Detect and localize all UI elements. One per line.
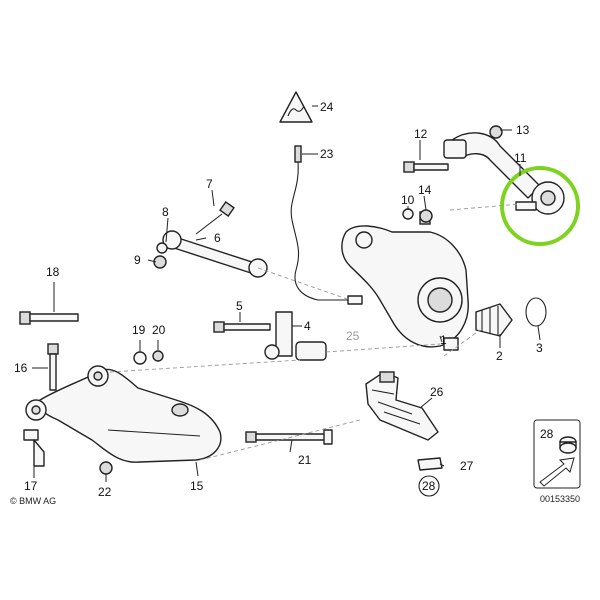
warning-triangle-icon (279, 91, 313, 123)
bolt-18 (19, 311, 79, 325)
label-20: 20 (152, 323, 166, 337)
diagram-id: 00153350 (540, 494, 580, 504)
dashed-guide (257, 267, 351, 301)
label-5: 5 (236, 299, 243, 313)
label-28: 28 (422, 479, 436, 493)
label-16: 16 (14, 361, 28, 375)
leader-lines (32, 105, 541, 482)
label-6: 6 (214, 231, 221, 245)
clip-27 (417, 457, 443, 471)
bolt-5 (213, 321, 271, 333)
label-12: 12 (414, 127, 428, 141)
label-2: 2 (496, 349, 503, 363)
label-19: 19 (132, 323, 146, 337)
label-26: 26 (430, 385, 444, 399)
label-17: 17 (24, 479, 38, 493)
label-7: 7 (206, 177, 213, 191)
legend-part-number: 28 (540, 427, 554, 441)
bolt-16 (47, 343, 59, 391)
label-18: 18 (46, 265, 60, 279)
wheel-carrier (341, 211, 469, 351)
nut-14 (419, 209, 433, 223)
dashed-guide (449, 203, 521, 211)
label-21: 21 (298, 453, 312, 467)
link-4 (264, 311, 327, 361)
lower-control-arm (25, 365, 222, 463)
dashed-guide (109, 359, 301, 373)
sensor-cable (290, 145, 363, 305)
toe-link (162, 230, 268, 278)
label-1: 1 (440, 333, 447, 347)
label-13: 13 (516, 123, 530, 137)
bolt-7 (195, 201, 235, 235)
bolt-12 (403, 161, 449, 173)
washer-10 (402, 208, 414, 220)
nut-20 (152, 350, 164, 362)
label-11: 11 (514, 151, 527, 165)
boot-17 (23, 429, 45, 467)
label-27: 27 (460, 459, 474, 473)
label-10: 10 (401, 193, 415, 207)
nut-13 (489, 125, 503, 139)
label-9: 9 (134, 253, 141, 267)
washer-19 (133, 351, 147, 365)
bracket-assembly (365, 371, 439, 441)
bolt-21 (245, 429, 333, 445)
label-4: 4 (304, 319, 311, 333)
axle-boot (475, 303, 513, 337)
dashed-guide (325, 343, 441, 353)
nut-22 (99, 461, 113, 475)
label-22: 22 (98, 485, 112, 499)
snap-ring (525, 297, 547, 327)
callout-28-circle (418, 475, 440, 497)
upper-control-arm (443, 132, 565, 215)
label-3: 3 (536, 341, 543, 355)
highlight-ring (500, 166, 580, 246)
dashed-guide (443, 329, 481, 357)
label-8: 8 (162, 205, 169, 219)
label-15: 15 (190, 479, 204, 493)
label-25: 25 (346, 329, 360, 343)
direction-arrow-icon (539, 457, 575, 487)
label-14: 14 (418, 183, 432, 197)
copyright: © BMW AG (10, 496, 56, 506)
label-24: 24 (320, 100, 334, 114)
parts-legend-box: 28 (533, 419, 581, 489)
washer-8 (156, 242, 168, 254)
label-23: 23 (320, 147, 334, 161)
